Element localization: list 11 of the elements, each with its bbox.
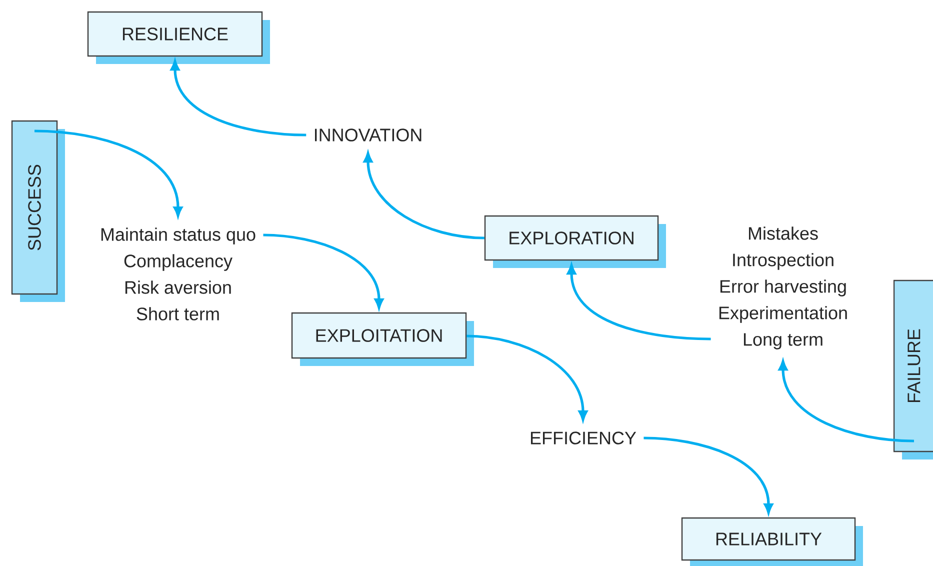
arrow — [567, 264, 711, 340]
label-box: EXPLORATION — [484, 215, 666, 268]
label-box: FAILURE — [893, 280, 933, 460]
text-label: Maintain status quo Complacency Risk aversion Short term — [101, 228, 256, 320]
text-label: Mistakes Introspection Error harvesting Experimentation Long term — [719, 226, 847, 350]
text-label: INNOVATION — [315, 128, 422, 142]
label-box: SUCCESS — [11, 120, 65, 302]
text-label: EFFICIENCY — [530, 432, 636, 444]
label-box: RELIABILITY — [681, 517, 863, 566]
label-box: RESILIENCE — [87, 11, 270, 64]
label-box: EXPLOITATION — [291, 312, 474, 366]
